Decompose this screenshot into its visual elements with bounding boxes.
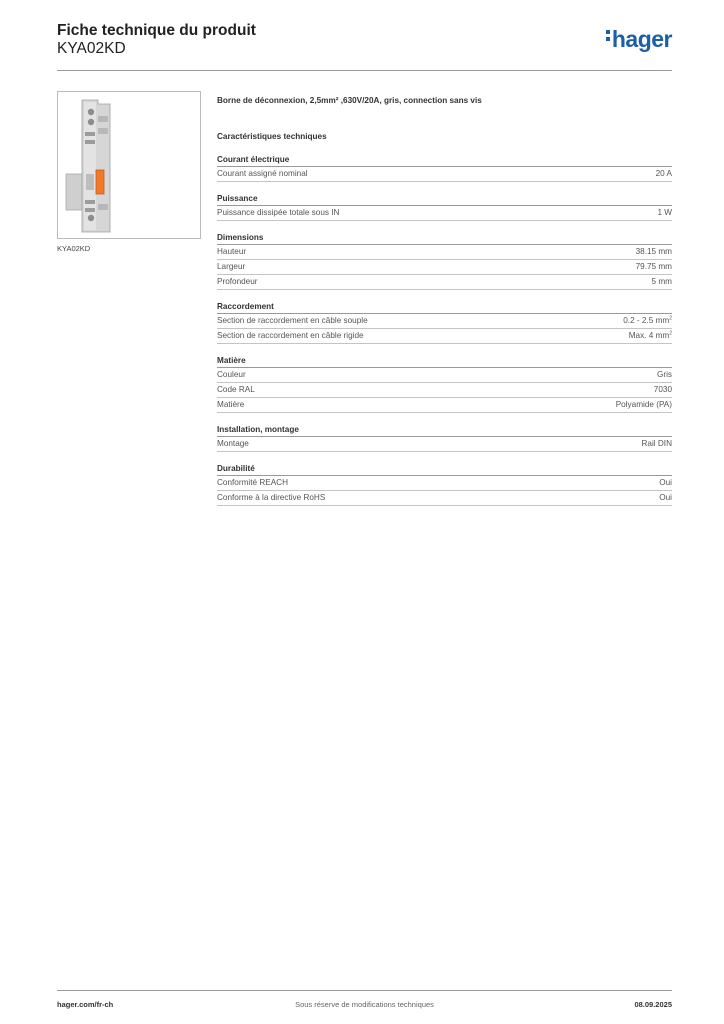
spec-value: 5 mm [652, 275, 672, 289]
spec-label: Code RAL [217, 385, 255, 394]
spec-row: Code RAL 7030 [217, 383, 672, 398]
spec-value: 38.15 mm [636, 245, 672, 259]
spec-row: Puissance dissipée totale sous IN 1 W [217, 206, 672, 221]
spec-value-text: Oui [659, 478, 672, 487]
spec-value: 7030 [654, 383, 672, 397]
spec-value: Oui [659, 491, 672, 505]
spec-value: 1 W [657, 206, 672, 220]
spec-value: 79.75 mm [636, 260, 672, 274]
spec-section-title: Matière [217, 356, 672, 368]
spec-label: Matière [217, 400, 245, 409]
unit-superscript: 2 [669, 315, 672, 322]
spec-label: Profondeur [217, 277, 258, 286]
spec-row: Courant assigné nominal 20 A [217, 167, 672, 182]
spec-row: Section de raccordement en câble souple 0… [217, 314, 672, 329]
spec-value-text: Max. 4 mm [628, 331, 670, 340]
spec-value-text: Oui [659, 493, 672, 502]
spec-label: Hauteur [217, 247, 247, 256]
spec-row: Conforme à la directive RoHS Oui [217, 491, 672, 506]
spec-row: Profondeur 5 mm [217, 275, 672, 290]
spec-label: Largeur [217, 262, 246, 271]
technical-characteristics-heading: Caractéristiques techniques [217, 132, 327, 141]
spec-row: Matière Polyamide (PA) [217, 398, 672, 413]
spec-value-text: 38.15 mm [635, 247, 672, 256]
hager-logo: hager [605, 26, 673, 53]
footer-website: hager.com/fr-ch [57, 1000, 114, 1009]
spec-label: Puissance dissipée totale sous IN [217, 208, 340, 217]
logo-text: hager [611, 26, 673, 52]
spec-section-title: Installation, montage [217, 425, 672, 437]
spec-label: Conformité REACH [217, 478, 288, 487]
product-photo [57, 91, 201, 239]
spec-value: Rail DIN [642, 437, 672, 451]
spec-value: Max. 4 mm2 [629, 329, 672, 343]
spec-value-text: Gris [656, 370, 672, 379]
spec-row: Couleur Gris [217, 368, 672, 383]
spec-value-text: 5 mm [651, 277, 672, 286]
spec-value-text: 0.2 - 2.5 mm [623, 316, 670, 325]
spec-value-text: 79.75 mm [635, 262, 672, 271]
doc-title: Fiche technique du produit [57, 22, 256, 39]
spec-section-title: Puissance [217, 194, 672, 206]
spec-value-text: 1 W [657, 208, 672, 217]
product-description: Borne de déconnexion, 2,5mm² ,630V/20A, … [217, 96, 482, 105]
spec-label: Couleur [217, 370, 246, 379]
spec-row: Largeur 79.75 mm [217, 260, 672, 275]
spec-section-title: Raccordement [217, 302, 672, 314]
spec-value: Gris [657, 368, 672, 382]
product-content: Borne de déconnexion, 2,5mm² ,630V/20A, … [217, 96, 672, 518]
spec-section-title: Durabilité [217, 464, 672, 476]
spec-value-text: 20 A [655, 169, 672, 178]
unit-superscript: 2 [669, 330, 672, 337]
spec-row: Hauteur 38.15 mm [217, 245, 672, 260]
spec-label: Section de raccordement en câble rigide [217, 331, 364, 340]
spec-row: Conformité REACH Oui [217, 476, 672, 491]
spec-value: 20 A [656, 167, 672, 181]
spec-label: Section de raccordement en câble souple [217, 316, 368, 325]
footer-disclaimer: Sous réserve de modifications techniques [295, 1000, 434, 1009]
page-header: Fiche technique du produit KYA02KD hager [57, 20, 673, 71]
spec-row: Montage Rail DIN [217, 437, 672, 452]
spec-row: Section de raccordement en câble rigide M… [217, 329, 672, 344]
logo-dots-icon [605, 27, 611, 44]
photo-caption: KYA02KD [57, 244, 91, 253]
spec-label: Montage [217, 439, 249, 448]
spec-label: Courant assigné nominal [217, 169, 308, 178]
spec-value-text: 7030 [653, 385, 672, 394]
spec-section-title: Courant électrique [217, 155, 672, 167]
spec-label: Conforme à la directive RoHS [217, 493, 326, 502]
terminal-block-image [65, 99, 111, 233]
doc-product-code: KYA02KD [57, 40, 126, 57]
spec-value: Polyamide (PA) [616, 398, 672, 412]
footer-date: 08.09.2025 [634, 1000, 672, 1009]
page-footer: hager.com/fr-ch Sous réserve de modifica… [57, 990, 672, 1019]
spec-value: Oui [659, 476, 672, 490]
spec-value: 0.2 - 2.5 mm2 [623, 314, 672, 328]
orange-lever [95, 169, 105, 195]
spec-section-title: Dimensions [217, 233, 672, 245]
spec-value-text: Polyamide (PA) [615, 400, 672, 409]
spec-value-text: Rail DIN [641, 439, 672, 448]
